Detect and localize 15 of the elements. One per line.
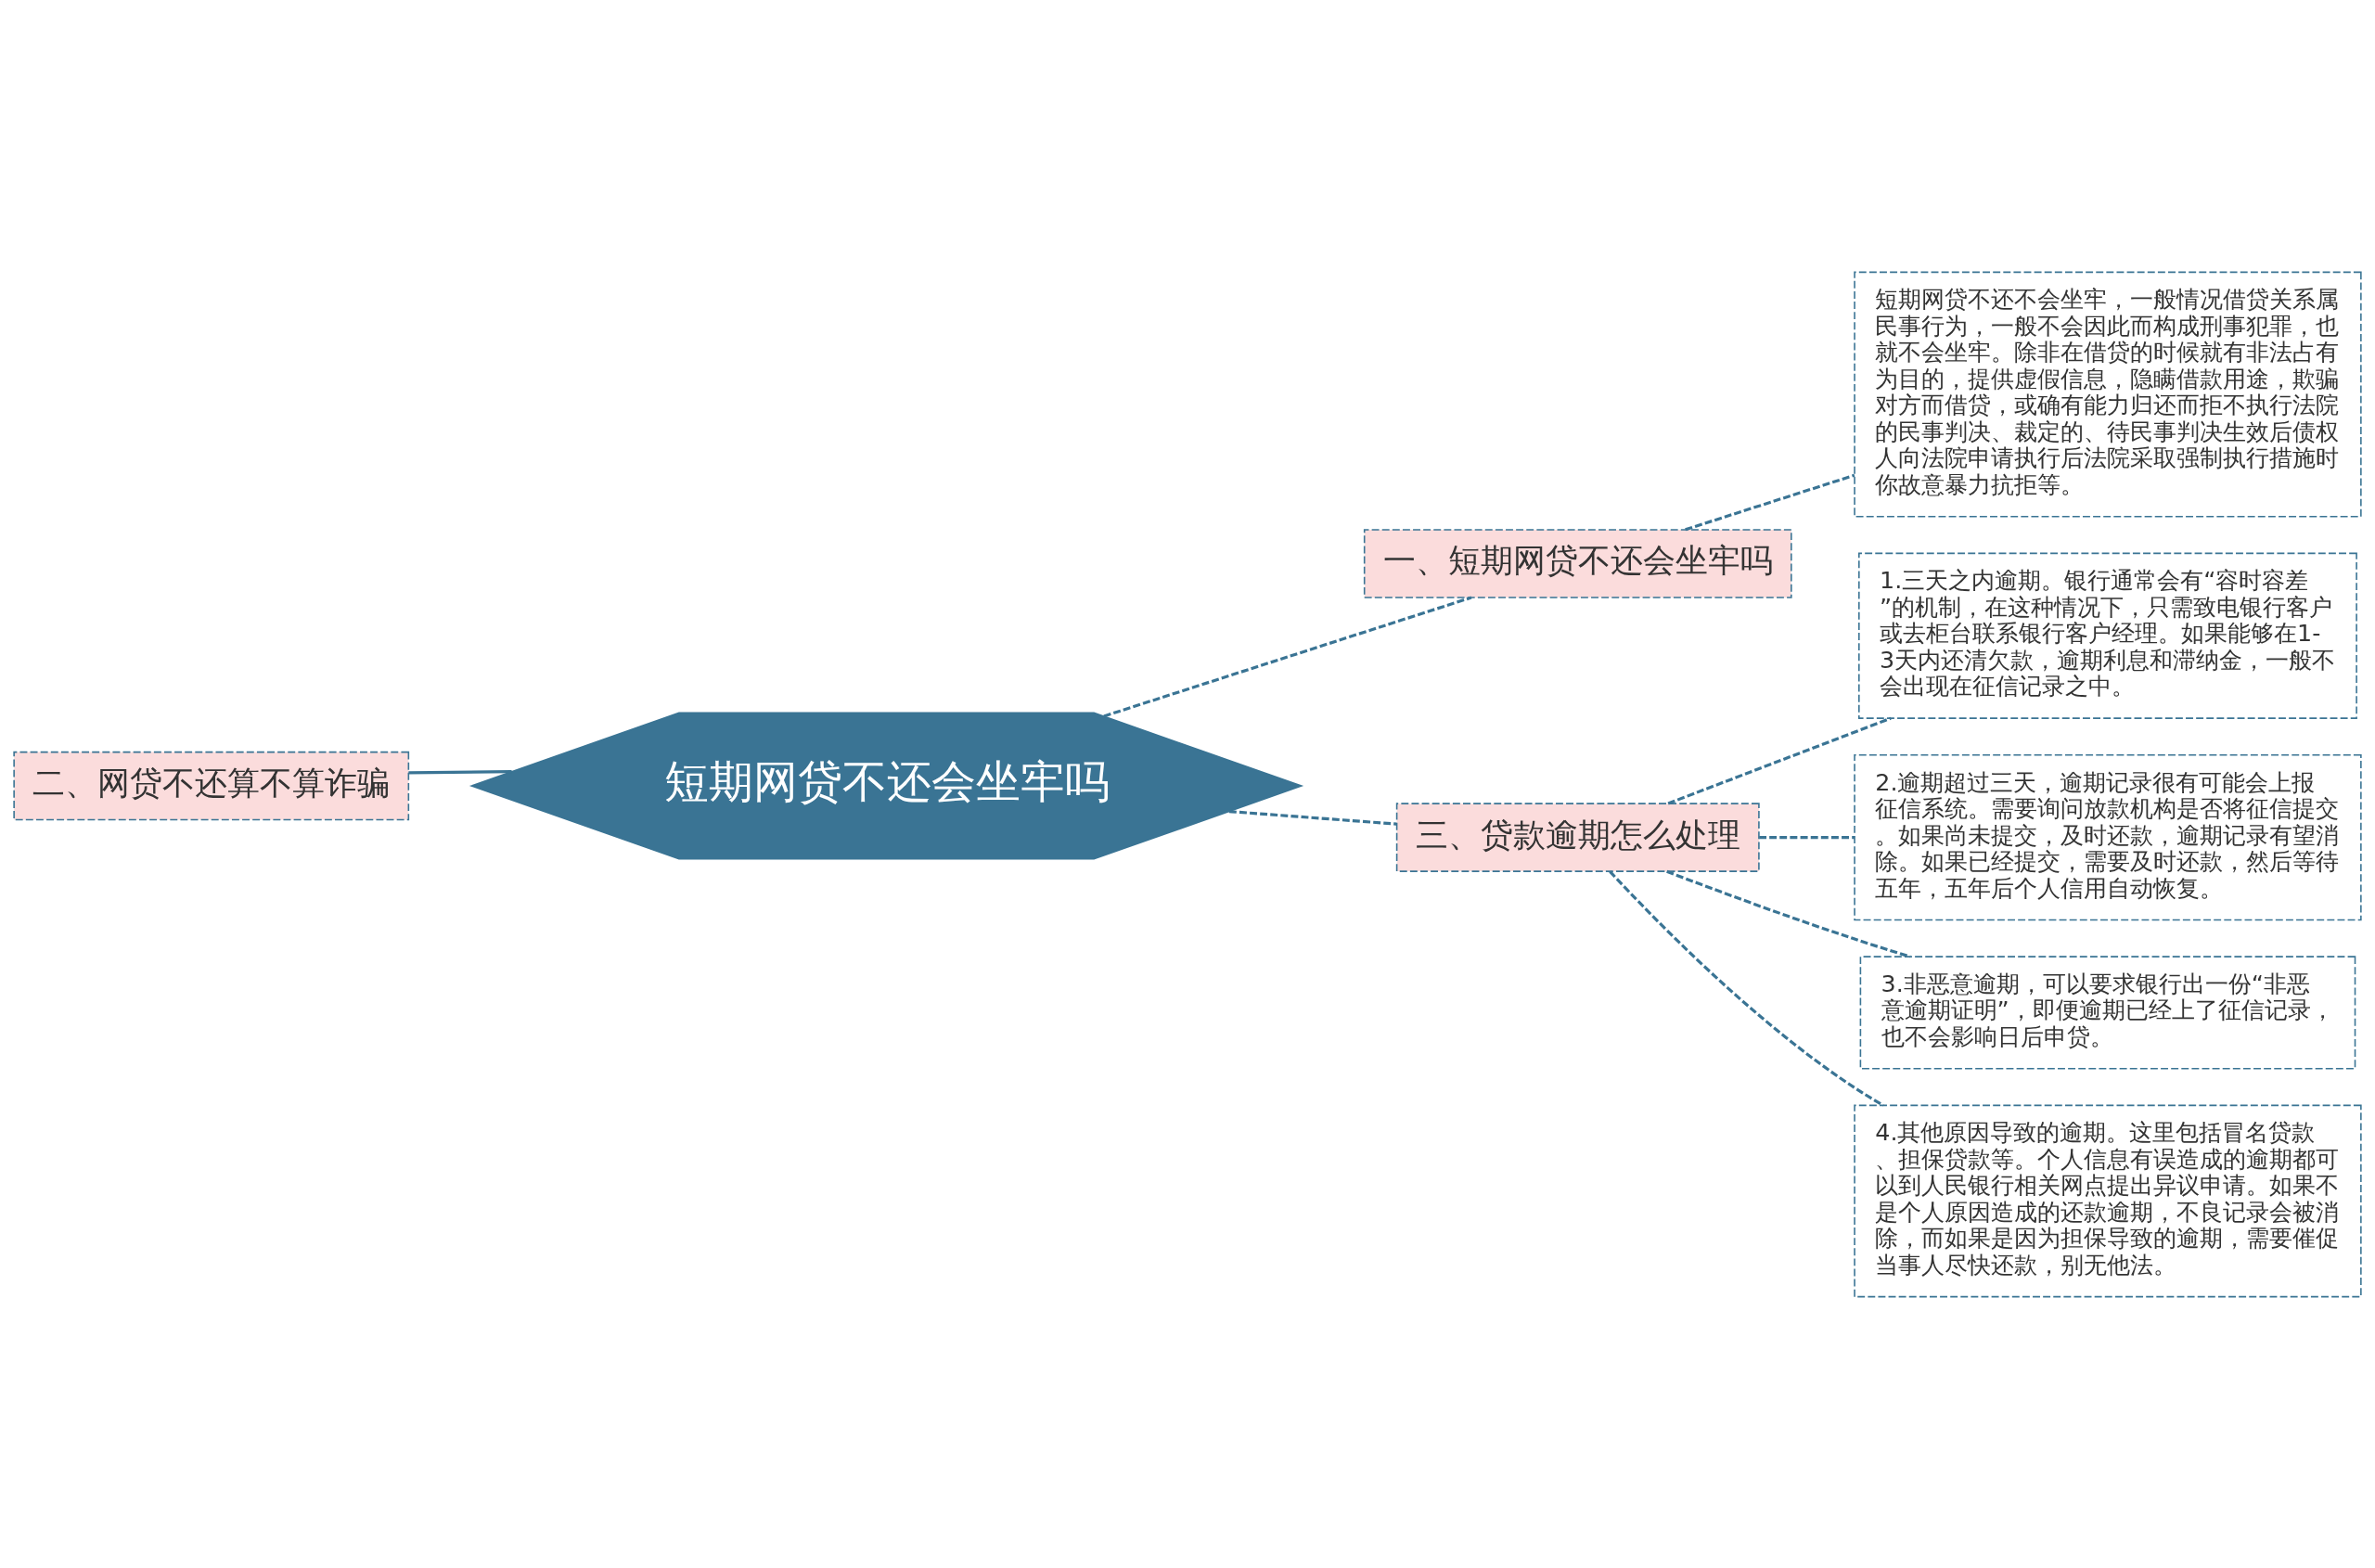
connector [1759,835,1855,839]
node-box: 2.逾期超过三天，逾期记录很有可能会上报征信系统。需要询问放款机构是否将征信提交。如果尚未提交，及时还款，逾期记录有望消除。如果已经提交，需要及时还款，然后等待五年，五年后个人信用自动恢复。 [1854,753,2362,920]
connector [408,769,512,774]
connector [1667,716,1892,804]
node-box: 4.其他原因导致的逾期。这里包括冒名贷款、担保贷款等。个人信息有误造成的逾期都可以到人民银行相关网点提出异议申请。如果不是个人原因造成的还款逾期，不良记录会被消除，而如果是因为担保导致的逾期，需要催促当事人尽快还款，别无他法。 [1854,1104,2362,1297]
connector [1685,473,1855,531]
node-box: 一、短期网贷不还会坐牢吗 [1363,528,1792,598]
node-box: 三、贷款逾期怎么处理 [1395,802,1760,872]
node-box: 1.三天之内逾期。银行通常会有“容时容差”的机制，在这种情况下，只需致电银行客户或去柜台联系银行客户经理。如果能够在1-3天内还清欠款，逾期利息和滞纳金，一般不会出现在征信记录之中。 [1858,552,2357,719]
node-box: 3.非恶意逾期，可以要求银行出一份“非恶意逾期证明”，即便逾期已经上了征信记录，也不会影响日后申贷。 [1859,955,2356,1069]
connector [1609,869,1884,1107]
node-box: 二、网贷不还算不算诈骗 [13,751,410,820]
connector [1228,809,1397,826]
connector [1103,596,1472,717]
node-box: 短期网贷不还不会坐牢，一般情况借贷关系属民事行为，一般不会因此而构成刑事犯罪，也就不会坐牢。除非在借贷的时候就有非法占有为目的，提供虚假信息，隐瞒借款用途，欺骗对方而借贷，或确有能力归还而拒不执行法院的民事判决、裁定的、待民事判决生效后债权人向法院申请执行后法院采取强制执行措施时你故意暴力抗拒等。 [1854,271,2362,518]
